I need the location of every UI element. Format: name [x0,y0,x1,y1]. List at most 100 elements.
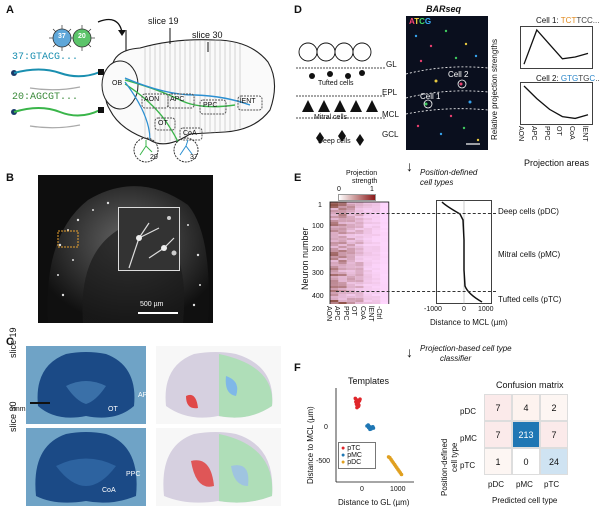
layer-mcl: MCL [382,110,399,119]
heatmap-cell [372,276,381,278]
d-area-tick-1: APC [529,126,537,141]
e-xlabel: Distance to MCL (µm) [430,318,508,327]
heatmap-cell [338,280,347,282]
barcode-base-1: T [567,74,573,83]
heatmap-cell [346,232,356,234]
scatter-point-pdc [399,472,404,477]
heatmap-cell [380,252,389,254]
panel-label-a: A [6,4,14,16]
heatmap-cell [338,282,347,284]
heatmap-cell [372,244,381,246]
legend-pmc: ● pMC [341,452,362,459]
heatmap-cell [355,282,364,284]
heatmap-cell [380,262,389,264]
barcode-molecule-1-icon [11,68,104,78]
barcode-base-4: C [581,16,587,25]
heatmap-cell [355,214,364,216]
heatmap-cell [346,206,356,208]
heatmap-cell [380,280,389,282]
heatmap-cell [338,228,347,230]
cm-row-pmc: pMC [460,434,477,443]
heatmap-cell [346,284,356,286]
heatmap-cell [363,274,372,276]
heatmap-cell [338,292,347,294]
barcode-base-3: T [576,16,582,25]
heatmap-cell [372,266,381,268]
scatter-point-pdc [390,459,394,463]
heatmap-cell [338,232,347,234]
heatmap-cell [380,272,389,274]
c-label-ppc: PPC [126,471,141,478]
f-ytick-0: 0 [324,424,328,431]
heatmap-cell [338,222,347,224]
heatmap-cell [355,216,364,218]
heatmap-cell [380,294,389,296]
heatmap-cell [380,216,389,218]
heatmap-cell [355,210,364,212]
heatmap-cell [355,236,364,238]
heatmap-cell [330,274,339,276]
heatmap-cell [372,288,381,290]
heatmap-cell [330,244,339,246]
heatmap-cell [363,272,372,274]
heatmap-cell [380,286,389,288]
heatmap-cell [355,266,364,268]
barcode-20-sequence: 20:AGCGT... [12,92,79,103]
heatmap-cell [380,230,389,232]
heatmap-cell [346,280,356,282]
panel-a-schematic [11,18,276,163]
e-area-tick-5: lENT [367,306,374,322]
legend-ptc: ● pTC [341,445,361,452]
heatmap-cell [372,296,381,298]
barcode-base-6: ... [595,74,600,83]
panel-label-b: B [6,172,14,184]
heatmap-cell [330,218,339,220]
heatmap-cell [363,226,372,228]
heatmap-cell [380,260,389,262]
heatmap-cell [338,234,347,236]
heatmap-cell [372,250,381,252]
e-xtick-zero: 0 [462,306,466,313]
heatmap-cell [330,272,339,274]
heatmap-cell [346,234,356,236]
heatmap-cell [380,236,389,238]
colorbar-title-2: strength [352,178,378,185]
heatmap-cell [338,288,347,290]
heatmap-cell [380,244,389,246]
heatmap-cell [338,230,347,232]
heatmap-cell [380,206,389,208]
heatmap-cell [372,206,381,208]
cm-cell: 0 [512,448,540,475]
heatmap-cell [380,254,389,256]
heatmap-cell [346,202,356,204]
heatmap-cell [338,248,347,250]
heatmap-cell [363,294,372,296]
heatmap-cell [330,228,339,230]
heatmap-cell [380,214,389,216]
heatmap-cell [338,208,347,210]
heatmap-cell [330,270,339,272]
e-xtick-pos: 1000 [478,306,494,313]
heatmap-cell [330,282,339,284]
deep-cells-label: Deep cells [318,138,351,145]
heatmap-cell [346,208,356,210]
barcode-base-0: T [560,16,566,25]
heatmap-cell [380,276,389,278]
heatmap-cell [355,284,364,286]
heatmap-cell [363,216,372,218]
cm-row-labels: pDC pMC pTC [460,398,477,479]
heatmap-cell [338,210,347,212]
barcode-base-4: G [583,74,590,83]
heatmap-cell [363,266,372,268]
heatmap-cell [380,218,389,220]
templates-title: Templates [348,376,390,386]
heatmap-cell [330,278,339,280]
panel-label-e: E [294,172,302,184]
heatmap-cell [372,264,381,266]
e-ytick-200: 200 [312,246,324,253]
heatmap-cell [330,252,339,254]
e-arrow-label-1: Position-defined [420,168,478,177]
heatmap-cell [372,214,381,216]
heatmap-frame [329,201,390,304]
heatmap-cell [363,278,372,280]
